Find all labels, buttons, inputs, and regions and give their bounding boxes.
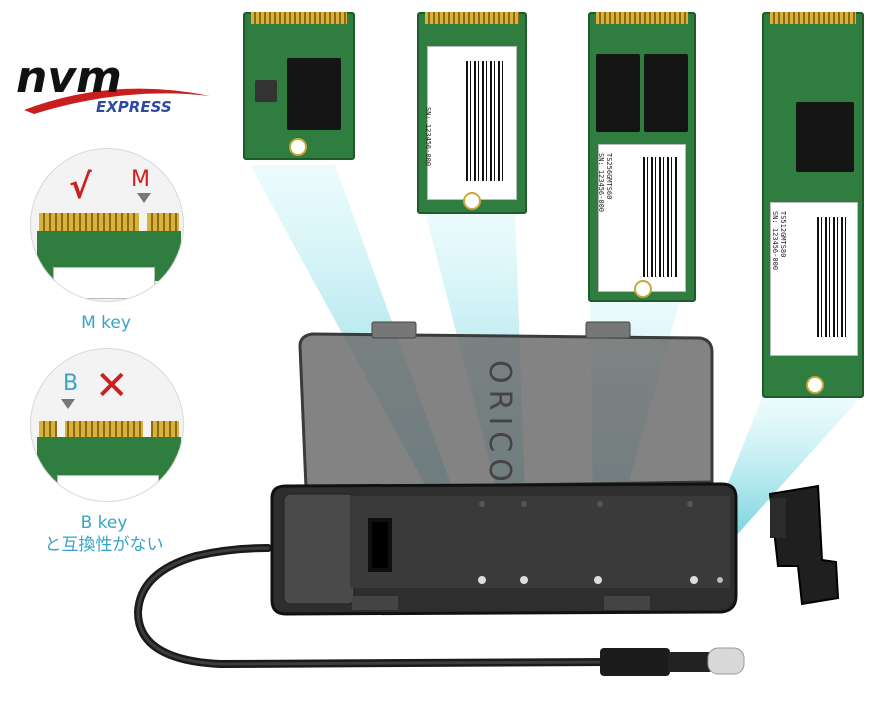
enclosure-lid	[298, 321, 714, 490]
warranty-sticker	[53, 267, 155, 299]
ssd-2230	[243, 12, 355, 160]
ssd-2260: TS256GMTS60 SN: 123456-000	[588, 12, 696, 302]
b-key-caption-line2: と互換性がない	[44, 535, 164, 555]
b-key-callout: B ✕	[30, 348, 184, 502]
cross-mark-icon: ✕	[95, 363, 129, 409]
ssd-sticker	[57, 475, 159, 501]
m-key-caption: M key	[81, 313, 131, 333]
enclosure-brand-label: ORICO	[482, 360, 517, 488]
b-key-pin-label: B	[63, 371, 79, 396]
b-key-caption: B key と互換性がない	[14, 512, 194, 556]
m-key-pin-label: M	[131, 167, 150, 192]
svg-text:EXPRESS: EXPRESS	[96, 98, 172, 116]
ssd-retainer-clip	[768, 484, 840, 606]
down-triangle-icon	[61, 399, 75, 409]
svg-text:nvm: nvm	[16, 52, 122, 103]
ssd-2280: TS512GMTS80 SN: 123456-000	[762, 12, 864, 398]
usb-c-plug	[600, 647, 745, 676]
b-key-caption-line1: B key	[80, 513, 128, 533]
check-mark-icon: √	[69, 167, 92, 207]
m-key-callout: √ M	[30, 148, 184, 302]
nvme-express-logo: nvm EXPRESS	[14, 52, 214, 122]
ssd-2242: SN: 123456-000	[417, 12, 527, 214]
bridge-chip-housing	[283, 493, 355, 605]
down-triangle-icon	[137, 193, 151, 203]
enclosure-base	[270, 482, 738, 616]
